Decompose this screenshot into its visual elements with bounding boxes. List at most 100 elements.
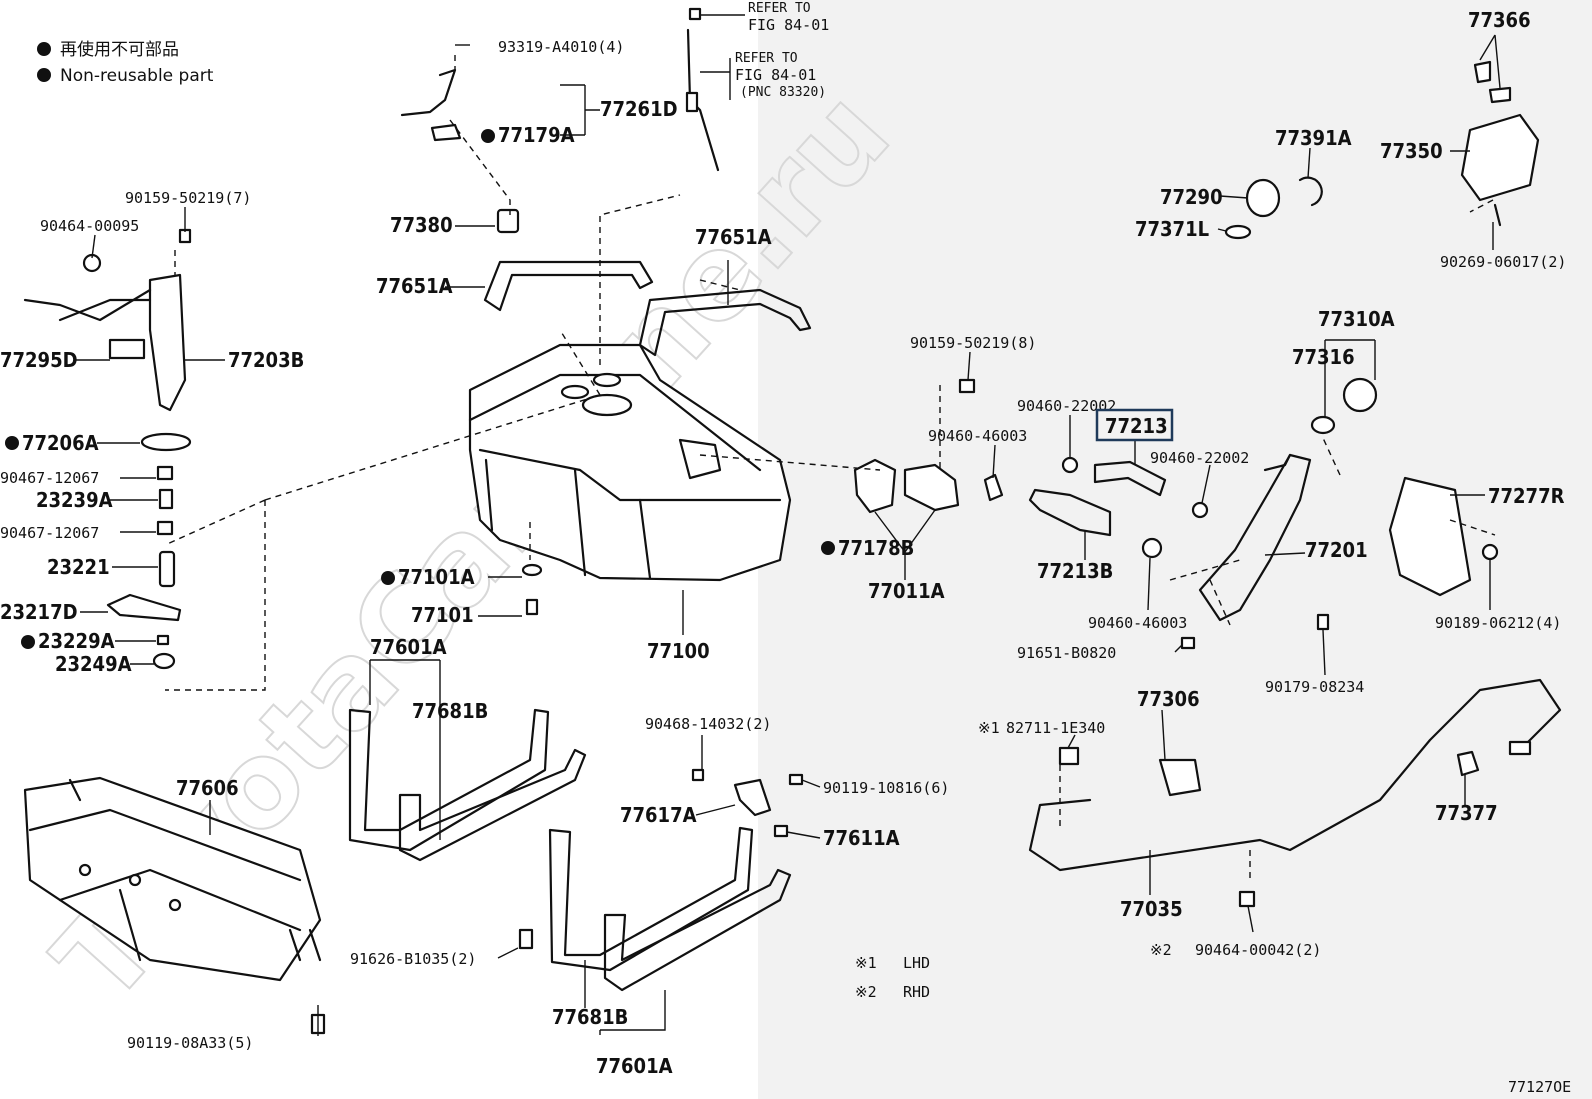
clip-77371L[interactable] xyxy=(1224,224,1252,240)
label-77101[interactable]: 77101 xyxy=(411,603,474,627)
tank-strap-upper[interactable] xyxy=(348,708,550,852)
label-90464-00042[interactable]: 90464-00042(2) xyxy=(1195,941,1321,959)
label-77380[interactable]: 77380 xyxy=(390,213,453,237)
bolt-91626[interactable] xyxy=(518,928,534,950)
label-82711[interactable]: 82711-1E340 xyxy=(1006,719,1105,737)
clamp-90460-46003-a[interactable] xyxy=(983,473,1004,502)
fuel-tank-77100[interactable] xyxy=(468,343,792,582)
label-77601A-upper[interactable]: 77601A xyxy=(370,635,447,659)
hinge-77366[interactable] xyxy=(1473,60,1492,84)
label-90460-46003-a[interactable]: 90460-46003 xyxy=(928,427,1027,445)
label-77100[interactable]: 77100 xyxy=(647,639,710,663)
fuel-lid-77350[interactable] xyxy=(1460,113,1540,202)
label-90119-08A33[interactable]: 90119-08A33(5) xyxy=(127,1034,253,1052)
label-90464-00095[interactable]: 90464-00095 xyxy=(40,217,139,235)
label-23217D[interactable]: 23217D xyxy=(0,600,78,624)
lever-77306[interactable] xyxy=(1158,758,1202,797)
label-77213B[interactable]: 77213B xyxy=(1037,559,1113,583)
gasket-77179A[interactable] xyxy=(430,123,462,142)
cushion-90467-b[interactable] xyxy=(156,520,174,536)
clamp-90460-46003-b[interactable] xyxy=(1141,537,1163,559)
label-77295D[interactable]: 77295D xyxy=(0,348,78,372)
sender-screw[interactable] xyxy=(688,7,702,21)
tank-strap-lower[interactable] xyxy=(548,826,754,972)
switch-82711[interactable] xyxy=(1058,746,1080,766)
label-77213[interactable]: 77213 xyxy=(1105,414,1168,438)
label-77651A-left[interactable]: 77651A xyxy=(376,274,453,298)
fuel-pump-77203B[interactable] xyxy=(23,228,192,412)
label-77290[interactable]: 77290 xyxy=(1160,185,1223,209)
label-77206A[interactable]: 77206A xyxy=(22,431,99,455)
screw-90269[interactable] xyxy=(1493,203,1502,227)
label-77101A[interactable]: 77101A xyxy=(398,565,475,589)
screw-90159-8[interactable] xyxy=(958,378,976,394)
label-77203B[interactable]: 77203B xyxy=(228,348,304,372)
bolt-90119-10816[interactable] xyxy=(788,773,804,786)
refer-1-line-2[interactable]: FIG 84-01 xyxy=(748,16,829,34)
fuel-pump-23221[interactable] xyxy=(158,550,176,588)
label-77681B-lower[interactable]: 77681B xyxy=(552,1005,628,1029)
label-23249A[interactable]: 23249A xyxy=(55,652,132,676)
refer-2-line-2[interactable]: FIG 84-01 xyxy=(735,66,816,84)
label-77310A[interactable]: 77310A xyxy=(1318,307,1395,331)
ring-77391A[interactable] xyxy=(1298,176,1323,207)
filler-pipe-77201[interactable] xyxy=(1198,453,1312,622)
label-90460-46003-b[interactable]: 90460-46003 xyxy=(1088,614,1187,632)
label-77377[interactable]: 77377 xyxy=(1435,801,1498,825)
plug-77101[interactable] xyxy=(525,598,539,616)
label-77366[interactable]: 77366 xyxy=(1468,8,1531,32)
gasket-77178B[interactable] xyxy=(853,458,897,514)
clamp-90464-00042[interactable] xyxy=(1238,890,1256,908)
label-93319[interactable]: 93319-A4010(4) xyxy=(498,38,624,56)
opener-cable-77035[interactable] xyxy=(1028,678,1562,872)
tank-protector-77606[interactable] xyxy=(23,776,322,982)
cushion-90467-a[interactable] xyxy=(156,465,174,481)
inlet-assembly-77011A[interactable] xyxy=(903,463,960,512)
label-77350[interactable]: 77350 xyxy=(1380,139,1443,163)
label-23239A[interactable]: 23239A xyxy=(36,488,113,512)
tank-band-77651A-left[interactable] xyxy=(483,260,654,312)
bolt-91651[interactable] xyxy=(1180,636,1196,650)
label-90468[interactable]: 90468-14032(2) xyxy=(645,715,771,733)
label-77201[interactable]: 77201 xyxy=(1305,538,1368,562)
label-90460-22002-b[interactable]: 90460-22002 xyxy=(1150,449,1249,467)
gasket-77206A[interactable] xyxy=(140,432,192,452)
lock-77377[interactable] xyxy=(1456,750,1480,777)
clip-23249A[interactable] xyxy=(152,652,176,670)
label-90189[interactable]: 90189-06212(4) xyxy=(1435,614,1561,632)
hose-77213[interactable] xyxy=(1093,460,1167,497)
clip-23229A[interactable] xyxy=(156,634,170,646)
filter-23217D[interactable] xyxy=(106,593,182,622)
label-91651[interactable]: 91651-B0820 xyxy=(1017,644,1116,662)
label-77178B[interactable]: 77178B xyxy=(838,536,914,560)
label-77316[interactable]: 77316 xyxy=(1292,345,1355,369)
label-77617A[interactable]: 77617A xyxy=(620,803,697,827)
vent-valve-77380[interactable] xyxy=(496,208,520,234)
clip-90468[interactable] xyxy=(691,768,705,782)
grommet-77290[interactable] xyxy=(1245,178,1281,218)
clamp-90179[interactable] xyxy=(1316,613,1330,631)
label-77035[interactable]: 77035 xyxy=(1120,897,1183,921)
label-23221[interactable]: 23221 xyxy=(47,555,110,579)
cushion-23239A[interactable] xyxy=(158,488,174,510)
label-77651A-right[interactable]: 77651A xyxy=(695,225,772,249)
label-77611A[interactable]: 77611A xyxy=(823,826,900,850)
label-90179[interactable]: 90179-08234 xyxy=(1265,678,1364,696)
label-90159-7[interactable]: 90159-50219(7) xyxy=(125,189,251,207)
label-77277R[interactable]: 77277R xyxy=(1488,484,1565,508)
tank-strap-lower-inner[interactable] xyxy=(603,868,792,992)
label-77011A[interactable]: 77011A xyxy=(868,579,945,603)
label-77391A[interactable]: 77391A xyxy=(1275,126,1352,150)
gasket-77316[interactable] xyxy=(1310,415,1336,435)
label-90467-a[interactable]: 90467-12067 xyxy=(0,469,99,487)
label-91626[interactable]: 91626-B1035(2) xyxy=(350,950,476,968)
label-90460-22002-a[interactable]: 90460-22002 xyxy=(1017,397,1116,415)
clip-90189[interactable] xyxy=(1481,543,1499,561)
bracket-77617A[interactable] xyxy=(733,778,772,817)
hose-77213B[interactable] xyxy=(1028,488,1112,537)
label-77601A-lower[interactable]: 77601A xyxy=(596,1054,673,1078)
label-90159-8[interactable]: 90159-50219(8) xyxy=(910,334,1036,352)
fuel-cap-77310A[interactable] xyxy=(1342,377,1378,413)
tank-band-77651A-right[interactable] xyxy=(638,288,812,357)
clamp-90460-22002-b[interactable] xyxy=(1191,501,1209,519)
